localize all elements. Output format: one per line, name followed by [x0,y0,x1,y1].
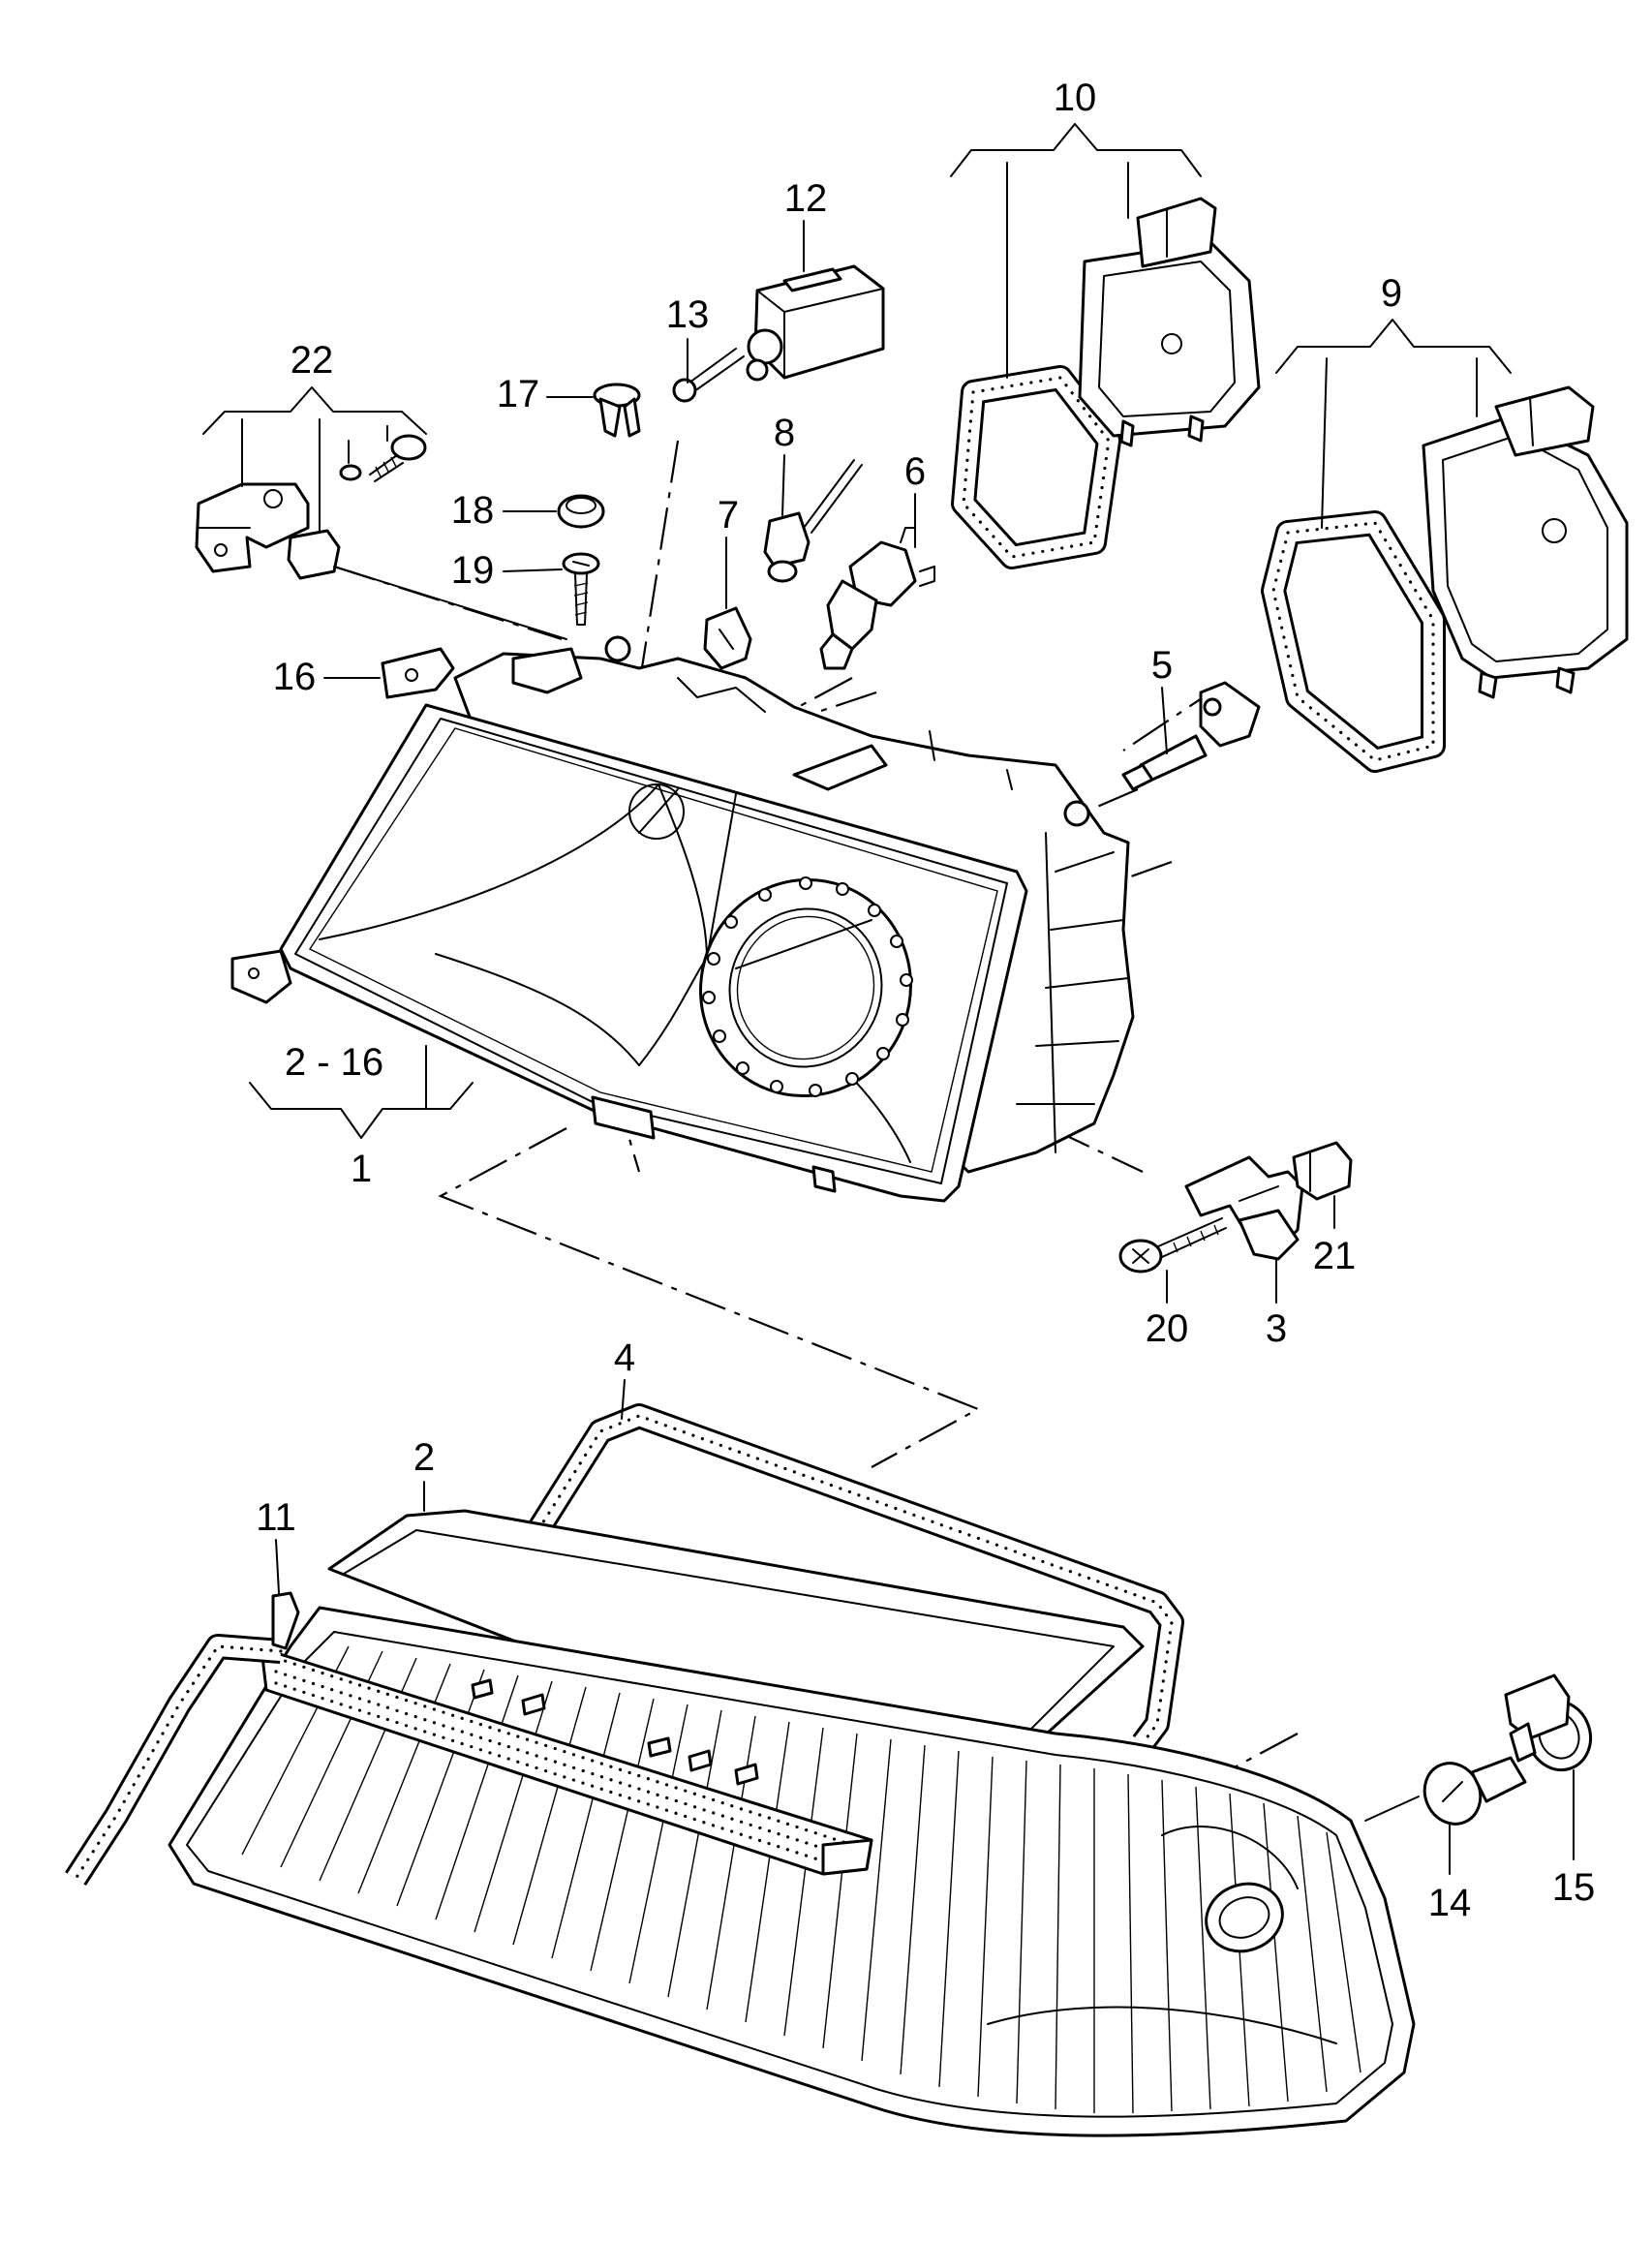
callout-19: 19 [451,549,495,592]
callout-9: 9 [1381,272,1402,315]
callout-18: 18 [451,489,495,532]
callout-3: 3 [1266,1307,1287,1350]
callout-7: 7 [718,494,739,537]
callout-8: 8 [774,412,795,454]
screw-20 [1118,1217,1227,1274]
cap-18 [557,494,605,529]
bulb-8 [763,459,863,583]
callout-6: 6 [904,450,926,493]
bulb-14 [1423,1756,1527,1826]
callout-5: 5 [1151,644,1173,687]
callout-22: 22 [291,339,334,382]
gasket-10 [951,365,1121,569]
gasket-4 [512,1403,1184,1751]
callout-16: 16 [273,656,317,698]
bracket-22 [195,434,427,580]
callout-15: 15 [1552,1866,1596,1909]
callout-21: 21 [1313,1235,1357,1277]
screw-19 [562,552,600,626]
clip-21 [1292,1141,1353,1201]
lens-ribs [241,1645,1361,2114]
callout-4: 4 [614,1336,635,1379]
callout-1: 1 [351,1148,372,1190]
lens-ring-dots [702,876,913,1097]
bulb-holder-10 [1078,197,1261,447]
bulb-5 [1121,681,1261,791]
socket-15 [1504,1673,1592,1772]
bulb-holder-9 [1422,385,1629,699]
adjuster-3 [1184,1155,1304,1261]
bulb-7 [703,606,752,670]
bulb-6 [819,527,935,670]
callout-11: 11 [256,1496,296,1539]
gasket-9 [1261,510,1446,773]
seal-strip-dots [274,1656,854,1866]
clip-16 [381,647,455,699]
headlight-housing [230,635,1135,1203]
seal-strip-11 [65,1591,873,1887]
plug-17 [593,383,641,438]
callout-labels: 10 12 9 13 22 17 8 6 18 7 19 5 16 2 - 16… [256,77,1595,1924]
callout-12: 12 [784,177,828,220]
callout-2-16: 2 - 16 [285,1041,383,1084]
callout-14: 14 [1428,1882,1472,1924]
screw-13 [672,348,745,403]
callout-13: 13 [666,293,710,336]
leader-lines [202,123,1575,1875]
callout-2: 2 [413,1436,435,1479]
callout-17: 17 [497,373,540,415]
callout-20: 20 [1146,1307,1189,1350]
callout-10: 10 [1054,77,1097,119]
control-unit-12 [746,264,885,382]
